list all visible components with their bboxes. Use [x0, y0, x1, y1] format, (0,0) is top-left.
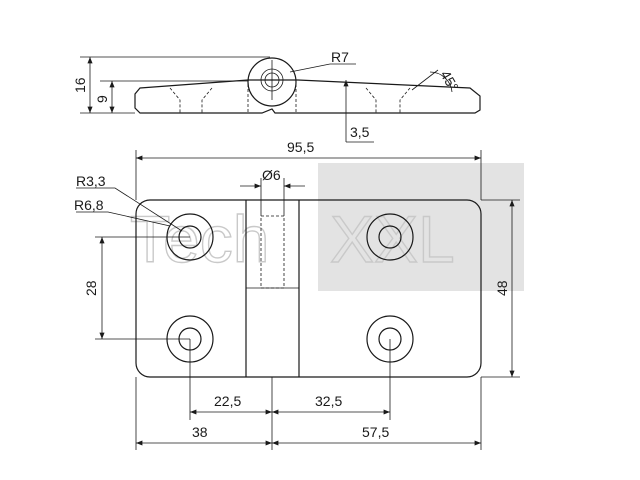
dim-pin-diameter: Ø6 [262, 167, 281, 183]
r3-3-leader [76, 187, 183, 232]
dim-left-leaf-width: 38 [192, 424, 208, 440]
side-view-outline [134, 79, 481, 114]
dim-overall-height: 48 [494, 280, 510, 296]
r6-8-leader [76, 211, 171, 227]
hole-boss [366, 213, 414, 261]
dim-right-hole-offset: 32,5 [315, 393, 342, 409]
watermark-text-right: XXL [330, 202, 455, 276]
chamfer-ext [411, 69, 439, 91]
hinge-plate-outline [135, 199, 482, 378]
hole-top-right [366, 213, 414, 261]
knuckle-circle [247, 57, 297, 107]
dim-height-total: 16 [72, 77, 88, 93]
countersink-right [365, 87, 411, 113]
dim-chamfer-angle: 45° [437, 68, 461, 94]
pin-hidden [260, 215, 285, 289]
hole-bore [378, 225, 402, 249]
r7-leader [289, 63, 331, 73]
top-view: 95,5 Ø6 R3,3 R6,8 28 48 22,5 32,5 [74, 139, 520, 450]
chamfer-angle-arc [429, 71, 453, 93]
dim-boss-radius: R6,8 [74, 197, 104, 213]
dim-left-hole-offset: 22,5 [214, 393, 241, 409]
dim-knuckle-radius: R7 [331, 49, 349, 65]
dim-overall-width: 95,5 [287, 139, 314, 155]
watermark: Tech XXL [129, 163, 524, 291]
dim-hole-spacing-vertical: 28 [83, 280, 99, 296]
side-view: 16 9 R7 45° 3,5 [72, 49, 481, 143]
dim-hole-radius: R3,3 [76, 173, 106, 189]
watermark-box [318, 163, 524, 291]
dim-height-leaf: 9 [94, 95, 110, 103]
dim-thickness-detail: 3,5 [350, 124, 370, 140]
watermark-text-left: Tech [130, 202, 269, 276]
dim-right-leaf-width: 57,5 [362, 424, 389, 440]
countersink-left [169, 87, 213, 113]
